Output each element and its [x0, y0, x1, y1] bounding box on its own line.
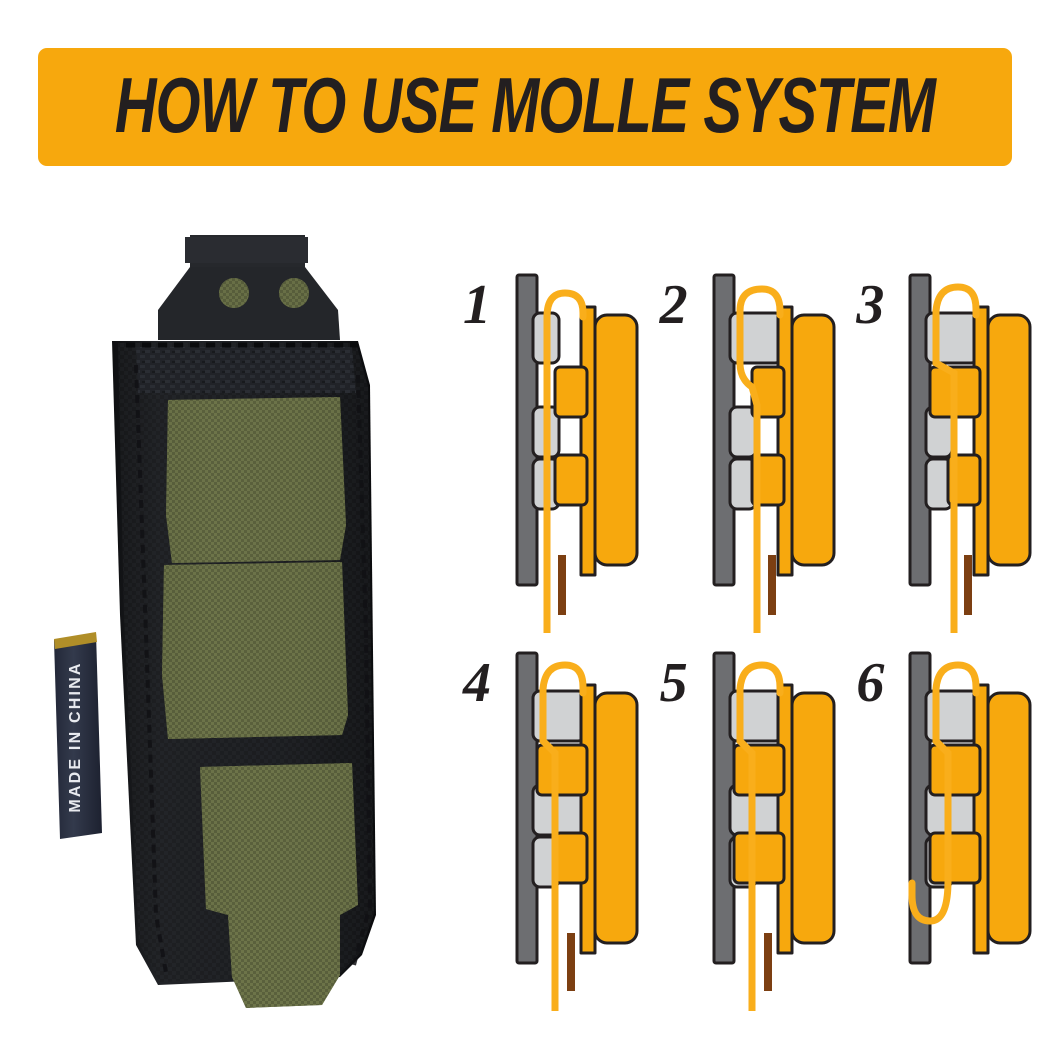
strap-path-top: [736, 660, 784, 696]
pouch-loop-1: [928, 743, 982, 796]
pouch-loop-2: [553, 831, 589, 884]
step-4-diagram: 4: [455, 633, 652, 1011]
strap-tip: [964, 555, 973, 615]
pouch-backing: [972, 683, 990, 954]
pouch-loop-2: [928, 831, 982, 884]
webbing-panel-upper: [166, 397, 346, 563]
strap-tip: [763, 932, 772, 991]
webbing-pull-tab: [200, 763, 358, 1008]
strap-path-down: [736, 307, 761, 633]
product-photo: MADE IN CHINA: [40, 215, 440, 1015]
strap-tip: [767, 555, 776, 615]
pouch-backing: [776, 305, 794, 577]
step-1-diagram: 1: [455, 255, 652, 633]
pouch-loop-2: [732, 831, 786, 884]
step-6-diagram: 6: [848, 633, 1045, 1011]
pouch-body: [790, 313, 836, 567]
pouch-body: [986, 313, 1032, 567]
pouch-backing: [972, 305, 990, 577]
step-6-number: 6: [856, 651, 885, 714]
strap-path-down: [539, 685, 559, 1011]
pouch-loop-1: [732, 743, 786, 796]
pouch-body: [593, 691, 639, 944]
step-2-number: 2: [659, 274, 688, 336]
strap-path-top: [736, 285, 784, 319]
step-1-number: 1: [463, 274, 491, 336]
care-tag-text: MADE IN CHINA: [67, 661, 84, 812]
pouch-body: [790, 691, 836, 944]
pouch-body: [986, 691, 1032, 944]
step-5-diagram: 5: [652, 633, 849, 1011]
pouch-backing: [579, 683, 597, 954]
step-5-number: 5: [659, 651, 688, 714]
strap-path-tuck: [908, 877, 952, 925]
strap-tip: [567, 932, 575, 991]
care-tag: MADE IN CHINA: [54, 632, 102, 839]
step-3-diagram: 3: [848, 255, 1045, 633]
webbing-panel-middle: [162, 562, 348, 739]
pouch-loop-2: [553, 453, 589, 507]
strap-path-down: [932, 685, 952, 884]
strap-path-top: [932, 283, 980, 319]
strap-path-top: [539, 660, 587, 696]
pouch-loop-1: [535, 743, 589, 796]
pouch-backing: [579, 305, 597, 577]
header-banner: HOW TO USE MOLLE SYSTEM: [38, 48, 1012, 166]
page-title: HOW TO USE MOLLE SYSTEM: [114, 62, 936, 150]
step-2-diagram: 2: [652, 255, 849, 633]
step-3-number: 3: [856, 274, 885, 336]
pouch-body: [593, 313, 639, 567]
step-4-number: 4: [463, 651, 491, 714]
strap-path-down: [736, 685, 756, 1011]
pouch-backing: [776, 683, 794, 954]
pouch-flap: [158, 235, 340, 340]
strap-path-down: [932, 307, 958, 633]
pouch-loop-1: [553, 365, 589, 419]
strap-path-top: [932, 660, 980, 696]
strap-tip: [558, 555, 566, 615]
strap-path: [543, 289, 587, 633]
molle-instruction-diagrams: 1 2: [455, 255, 1045, 1011]
